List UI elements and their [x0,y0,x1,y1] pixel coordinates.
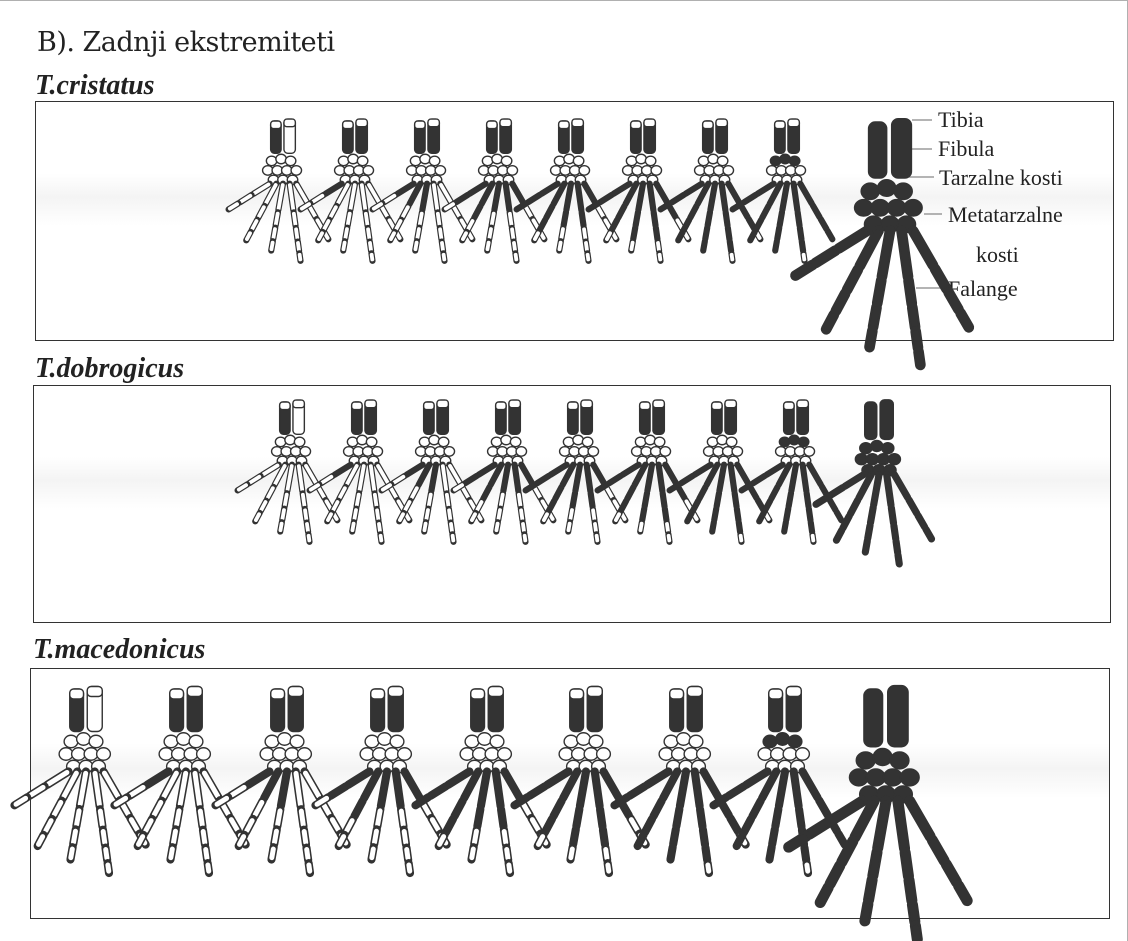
limb-stage-6 [598,400,698,542]
label-fibula: Fibula [938,136,994,161]
limb-stage-8 [742,400,842,542]
figure-top-border [0,0,1127,1]
label-tarsals: Tarzalne kosti [939,165,1063,190]
limb-stage-4 [315,687,446,874]
species-label-cristatus: T.cristatus [35,70,155,102]
limb-stage-5 [517,119,617,261]
limb-stage-3 [373,119,473,261]
bone-labels: Tibia Fibula Tarzalne kosti Metatarzalne… [898,107,1063,301]
figure-heading: B). Zadnji ekstremiteti [37,27,335,58]
limb-stage-8 [713,687,844,874]
limb-stage-4 [445,119,545,261]
limb-stage-3 [382,400,482,542]
label-tibia: Tibia [938,107,984,132]
limb-stage-9 [789,686,968,940]
limb-stage-6 [589,119,689,261]
limb-stage-7 [670,400,770,542]
species-label-macedonicus: T.macedonicus [33,634,205,666]
limb-stage-5 [415,687,546,874]
limb-stage-3 [215,687,346,874]
hindlimb-series-macedonicus [31,669,1111,920]
label-metatarsals: Metatarzalne [948,202,1063,227]
limb-stage-4 [454,400,554,542]
limb-stage-7 [614,687,745,874]
limb-stage-7 [661,119,761,261]
hindlimb-series-dobrogicus [34,386,1112,624]
panel-macedonicus [30,668,1110,919]
limb-stage-1 [14,687,145,874]
hindlimb-series-cristatus: Tibia Fibula Tarzalne kosti Metatarzalne… [36,102,1115,342]
limb-stage-1 [238,400,338,542]
limb-stage-1 [229,119,329,261]
label-metatarsals-2: kosti [976,242,1019,267]
species-label-dobrogicus: T.dobrogicus [35,353,184,385]
limb-stage-2 [310,400,410,542]
limb-stage-6 [514,687,645,874]
limb-stage-2 [114,687,245,874]
panel-dobrogicus [33,385,1111,623]
panel-cristatus: Tibia Fibula Tarzalne kosti Metatarzalne… [35,101,1114,341]
limb-stage-8 [733,119,833,261]
label-phalanges: Falange [948,276,1018,301]
limb-stage-5 [526,400,626,542]
limb-stage-2 [301,119,401,261]
limb-stage-9 [816,400,932,564]
